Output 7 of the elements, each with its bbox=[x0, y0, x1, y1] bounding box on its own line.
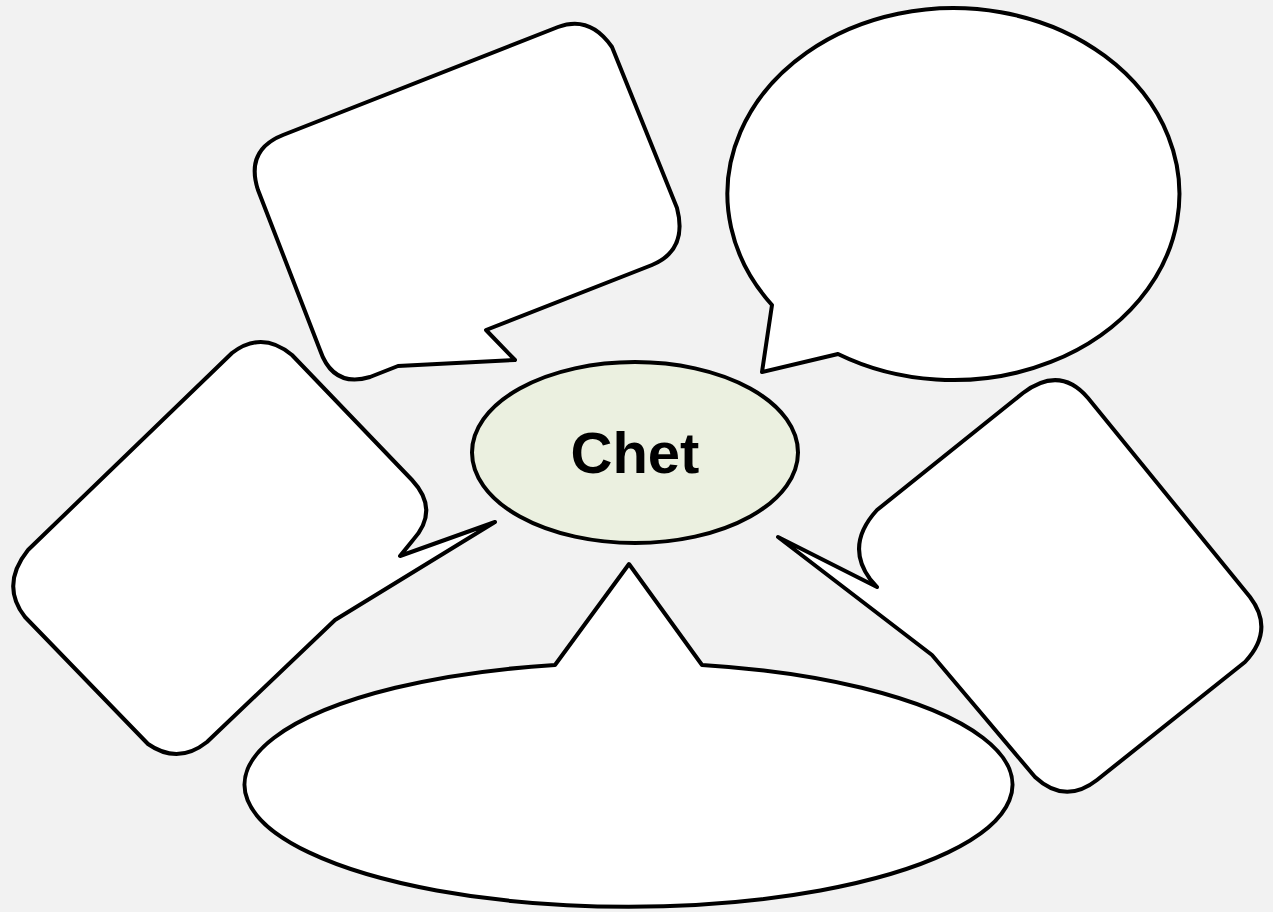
topic-label: Chet bbox=[570, 419, 700, 486]
center-ellipse bbox=[470, 360, 800, 545]
speech-bubble bbox=[242, 562, 1015, 909]
speech-bubble bbox=[252, 21, 682, 382]
speech-bubble bbox=[776, 378, 1264, 794]
speech-bubble bbox=[11, 340, 497, 756]
speech-bubble bbox=[725, 6, 1182, 383]
